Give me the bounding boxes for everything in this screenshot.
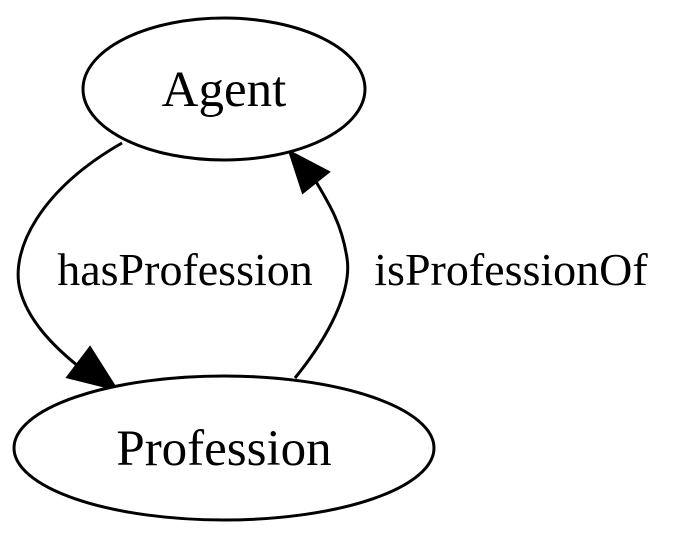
- edge-is-profession-of: [287, 148, 350, 379]
- edge-is-profession-of-line: [293, 179, 350, 379]
- node-agent: Agent: [81, 16, 367, 162]
- node-profession-ellipse: [12, 374, 436, 522]
- edge-is-profession-of-arrowhead: [287, 148, 331, 195]
- node-profession-label: Profession: [116, 421, 331, 477]
- node-agent-ellipse: [81, 16, 367, 162]
- edge-is-profession-of-label: isProfessionOf: [374, 244, 648, 295]
- node-profession: Profession: [12, 374, 436, 522]
- node-agent-label: Agent: [162, 62, 287, 118]
- edge-has-profession: [16, 141, 123, 392]
- edge-has-profession-label: hasProfession: [57, 244, 313, 295]
- edge-has-profession-arrowhead: [65, 345, 120, 392]
- edge-has-profession-line: [16, 141, 123, 368]
